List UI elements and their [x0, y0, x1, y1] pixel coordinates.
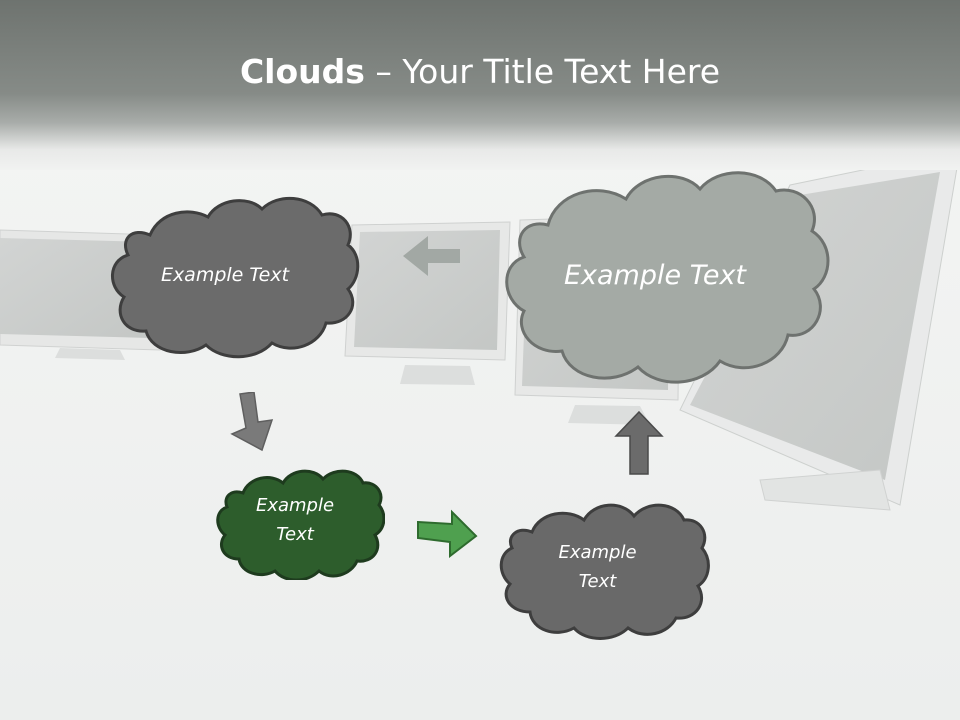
arrow-up-icon — [614, 410, 664, 475]
cloud-bottom-right-text: Example Text — [558, 542, 637, 592]
title-separator: – — [364, 52, 403, 91]
cloud-bottom-right — [499, 503, 710, 640]
header-band — [0, 0, 960, 170]
slide-title: Clouds – Your Title Text Here — [0, 52, 960, 91]
cloud-top-right-text: Example Text — [563, 259, 747, 291]
cloud-top-right — [505, 171, 830, 384]
title-bold: Clouds — [239, 52, 365, 91]
cloud-green-text: Example Text — [255, 495, 335, 545]
cloud-green — [216, 469, 385, 580]
background-left-arrow-icon — [403, 236, 460, 276]
cloud-top-left-text: Example Text — [160, 264, 290, 286]
arrow-down-icon — [230, 392, 274, 452]
title-rest: Your Title Text Here — [402, 52, 721, 91]
arrow-right-icon — [417, 509, 478, 558]
cloud-top-left — [111, 196, 360, 359]
